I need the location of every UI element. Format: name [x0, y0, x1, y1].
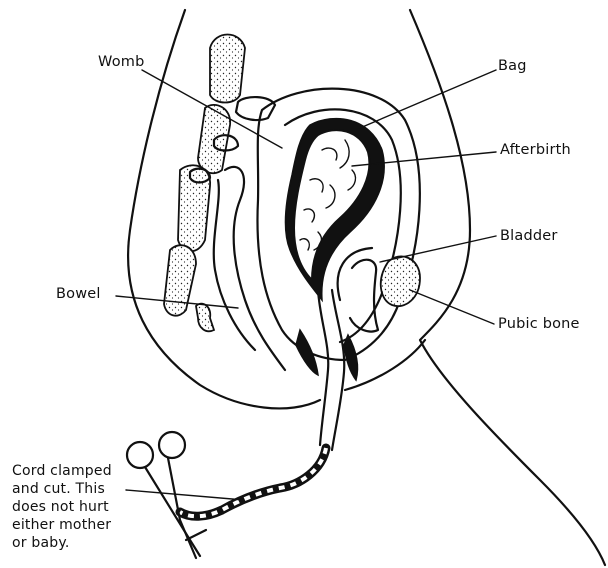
bladder-curve — [338, 248, 372, 300]
bowel-label: Bowel — [56, 286, 101, 302]
canal-wall-2 — [344, 335, 358, 380]
bladder-label: Bladder — [500, 228, 558, 244]
cord-clamp — [127, 432, 206, 558]
bowel-outline — [225, 167, 285, 370]
cord-label: Cord clamped and cut. This does not hurt… — [12, 462, 112, 552]
umbilical-cord — [180, 448, 326, 516]
bowel-inner — [214, 180, 255, 350]
pubic-bone — [381, 256, 420, 306]
canal-wall — [296, 330, 318, 375]
bladder-outline — [350, 260, 378, 332]
womb-label: Womb — [98, 54, 145, 70]
pubic-bone-label: Pubic bone — [498, 316, 580, 332]
cord-canal — [318, 290, 328, 445]
afterbirth-label: Afterbirth — [500, 142, 571, 158]
body-front-outline — [410, 10, 605, 565]
bowel-fragment — [196, 304, 214, 332]
bag-label: Bag — [498, 58, 527, 74]
cord-canal-2 — [332, 290, 344, 450]
